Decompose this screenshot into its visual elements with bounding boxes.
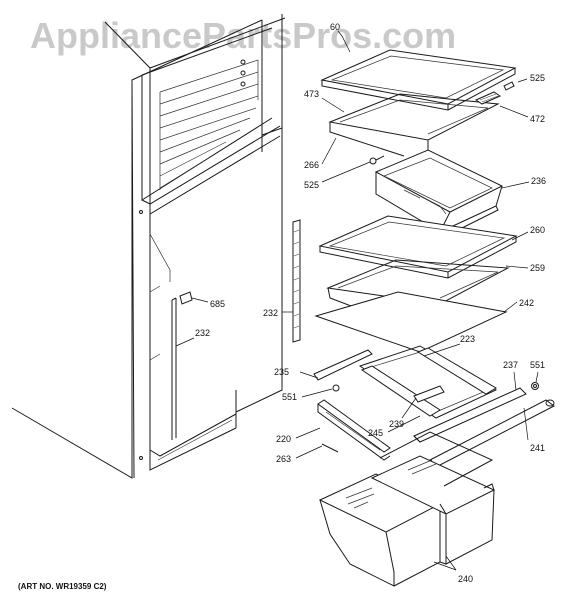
callout-241: 241 [530,443,545,453]
callout-266: 266 [304,160,319,170]
callout-245: 245 [368,428,383,438]
art-number: (ART NO. WR19359 C2) [18,582,107,591]
screw-525-mid [369,155,385,165]
top-glass-shelf [320,49,517,111]
pan-support-220 [317,399,391,461]
callout-551-left: 551 [282,392,297,402]
rail-235 [313,349,373,381]
callout-235: 235 [274,367,289,377]
crisper-frame [379,431,494,487]
deli-drawer [374,149,504,239]
shelf-slide-472 [474,91,502,105]
callout-232-mid: 232 [263,308,278,318]
watermark-text: AppliancePartsPros.com [30,15,456,56]
callout-236: 236 [531,176,546,186]
callout-259: 259 [530,263,545,273]
lower-glass-shelf [318,215,518,279]
crisper-drawer-right [370,455,496,565]
callout-473: 473 [304,89,319,99]
rail-263 [321,443,339,453]
callout-260: 260 [530,225,545,235]
callout-263: 263 [276,454,291,464]
callout-525-mid: 525 [304,180,319,190]
callout-240: 240 [458,574,473,584]
callout-labels: 60 525 473 472 266 525 236 260 259 685 2… [195,22,546,584]
callout-239: 239 [389,419,404,429]
callout-220: 220 [276,434,291,444]
callout-685: 685 [210,299,225,309]
callout-242: 242 [519,298,534,308]
vertical-rail-232 [292,219,301,343]
callout-237: 237 [503,360,518,370]
glass-panel-242 [314,291,508,353]
shelf-frame-473 [328,93,500,157]
leader-lines [175,30,539,571]
screw-525-top [503,81,515,91]
callout-472: 472 [530,114,545,124]
screw-551-right [531,382,539,390]
callout-551-right: 551 [530,360,545,370]
refrigerator-cabinet [11,14,286,479]
callout-60: 60 [330,22,340,32]
crisper-cover-frame [358,345,498,419]
callout-223: 223 [460,334,475,344]
screw-551-left [332,384,340,392]
callout-232-left: 232 [195,328,210,338]
callout-525-top: 525 [530,73,545,83]
